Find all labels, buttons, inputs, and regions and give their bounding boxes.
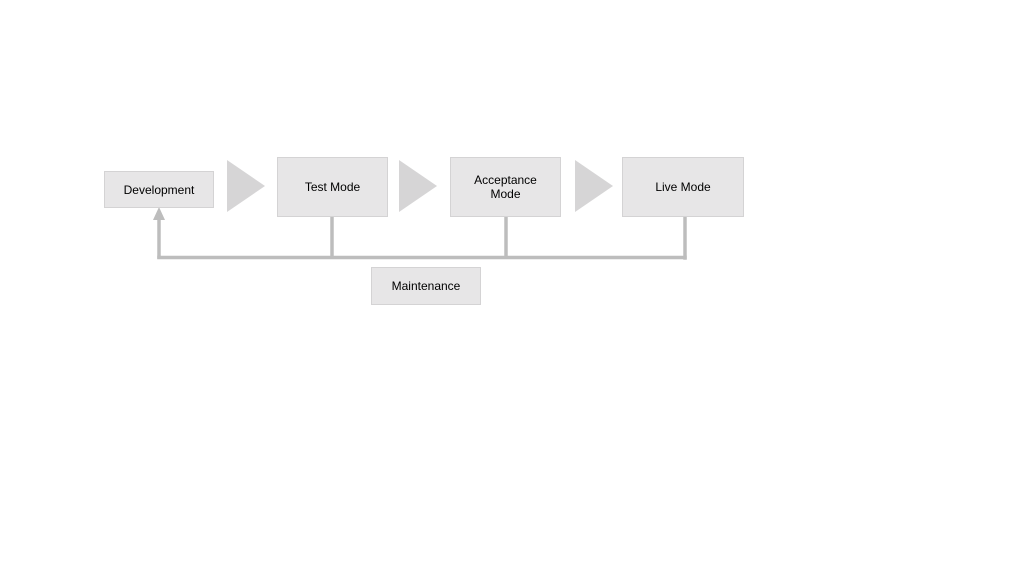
stage-live-mode-label: Live Mode [655, 180, 711, 194]
maintenance-box: Maintenance [371, 267, 481, 305]
maintenance-label: Maintenance [391, 279, 461, 293]
stage-acceptance-mode-label: Acceptance Mode [474, 173, 537, 201]
stage-development: Development [104, 171, 214, 208]
stage-test-mode-label: Test Mode [304, 180, 361, 194]
chevron-right-icon [227, 160, 265, 212]
arrow-up-icon [153, 207, 165, 220]
stage-test-mode: Test Mode [277, 157, 388, 217]
chevron-right-icon [399, 160, 437, 212]
chevron-right-icon [575, 160, 613, 212]
stage-acceptance-mode: Acceptance Mode [450, 157, 561, 217]
stage-development-label: Development [123, 182, 195, 197]
maintenance-connector [157, 215, 687, 260]
stage-live-mode: Live Mode [622, 157, 744, 217]
